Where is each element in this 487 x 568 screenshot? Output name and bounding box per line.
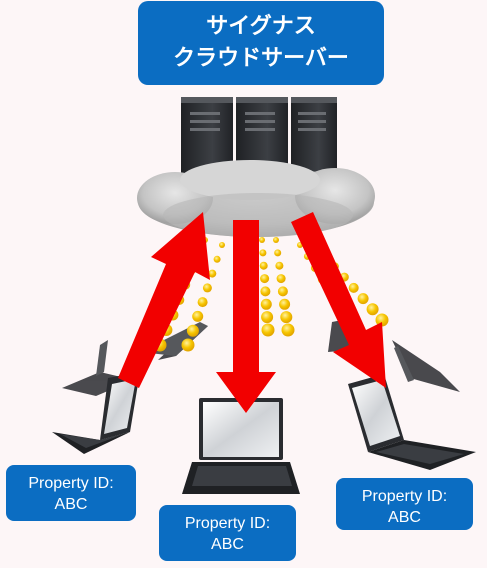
data-particle xyxy=(280,311,293,324)
laptop-icon xyxy=(348,374,476,470)
data-particle xyxy=(181,338,195,352)
title-line-2: クラウドサーバー xyxy=(173,46,349,71)
property-id-value: ABC xyxy=(388,509,421,526)
data-particle xyxy=(375,313,389,327)
data-particle xyxy=(366,303,379,316)
title-line-1: サイグナス xyxy=(206,14,316,39)
cloud-server-title: サイグナス クラウドサーバー xyxy=(138,1,384,85)
data-particle xyxy=(260,286,271,297)
property-id-key: Property ID: xyxy=(28,475,114,492)
arrow-icon xyxy=(216,220,276,413)
data-particle xyxy=(357,293,369,305)
property-id-value: ABC xyxy=(211,536,244,553)
data-particle xyxy=(261,323,275,337)
data-particle xyxy=(219,242,225,248)
data-particle xyxy=(277,286,288,297)
data-particle xyxy=(186,324,199,337)
property-id-value: ABC xyxy=(54,496,88,513)
data-particle xyxy=(260,274,270,284)
data-particle xyxy=(192,310,204,322)
data-particle xyxy=(281,323,295,337)
data-particle xyxy=(275,261,284,270)
data-particle xyxy=(274,249,282,257)
data-particle xyxy=(208,269,217,278)
data-particle xyxy=(259,249,267,257)
data-particle xyxy=(279,298,291,310)
data-particle xyxy=(202,283,212,293)
data-particle xyxy=(197,297,208,308)
property-id-label: Property ID: ABC xyxy=(6,465,136,521)
data-particle xyxy=(276,274,286,284)
data-particle xyxy=(261,311,274,324)
property-id-key: Property ID: xyxy=(184,515,271,532)
arrow-icon xyxy=(118,212,210,388)
data-particle xyxy=(273,237,279,243)
data-particle xyxy=(259,237,265,243)
data-particle xyxy=(260,298,272,310)
data-particle xyxy=(213,255,221,263)
laptop-icon xyxy=(52,372,140,454)
data-particle xyxy=(259,261,268,270)
property-id-key: Property ID: xyxy=(361,488,448,505)
data-particle xyxy=(348,282,359,293)
laptop-icon xyxy=(182,398,300,494)
arrow-icon xyxy=(291,212,386,388)
property-id-label: Property ID: ABC xyxy=(336,478,473,530)
property-id-label: Property ID: ABC xyxy=(159,505,296,561)
